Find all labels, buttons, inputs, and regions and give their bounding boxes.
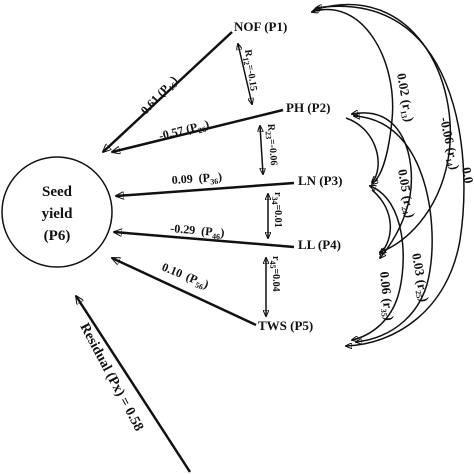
corr-arrow-r23	[260, 126, 263, 174]
seed-yield-line3: (P6)	[44, 228, 71, 244]
path-arrow-p26	[112, 108, 284, 152]
corr-r34: r34=0.01	[270, 192, 283, 228]
predictor-ln: LN (P3)	[298, 173, 342, 188]
curve-r24	[352, 113, 413, 258]
corr-r12: R12=-0.15	[240, 49, 259, 92]
predictor-ll: LL (P4)	[298, 237, 341, 252]
path-arrow-p16	[103, 31, 233, 152]
seed-yield-line2: yield	[42, 206, 73, 222]
curve-label-r15-partial: 0.0	[459, 166, 474, 185]
residual-label: Residual (Px) = 0.58	[76, 321, 146, 434]
curve-r13	[312, 10, 394, 184]
curve-label-r14: -0.06(r14)	[435, 116, 463, 172]
path-arrow-p36	[116, 181, 295, 196]
predictor-nof: NOF (P1)	[234, 19, 287, 34]
curve-r35	[352, 186, 404, 340]
curve-label-r13: 0.02(r13)	[392, 72, 417, 123]
coef-p26: -0.57(P26)	[157, 117, 211, 145]
curve-r25	[354, 116, 433, 342]
curve-r34-local	[371, 189, 391, 254]
curve-r23-local	[345, 117, 379, 182]
predictor-ph: PH (P2)	[286, 100, 330, 115]
coef-p56: 0.10(P56)	[159, 260, 211, 293]
path-arrow-p46	[114, 232, 295, 249]
seed-yield-line1: Seed	[42, 184, 73, 200]
seed-yield-node	[1, 156, 113, 268]
predictor-tws: TWS (P5)	[258, 318, 313, 333]
curve-label-r24: 0.05(r24)	[393, 168, 418, 219]
coef-p16: -0.61(P16)	[135, 73, 182, 121]
curve-r14	[314, 3, 452, 252]
curve-r15	[316, 6, 465, 346]
corr-r23: R23=-0.06	[263, 123, 279, 166]
corr-r45: r45=0.04	[268, 256, 281, 292]
residual-arrow	[76, 296, 192, 473]
corr-arrow-r12	[238, 44, 252, 104]
curve-label-r25: 0.03(r25)	[407, 252, 432, 303]
coef-p36: 0.09(P36)	[171, 170, 222, 189]
curve-label-r35: 0.06(r35)	[375, 271, 397, 322]
path-arrow-p56	[112, 256, 257, 327]
coef-p46: -0.29(P46)	[170, 221, 226, 242]
